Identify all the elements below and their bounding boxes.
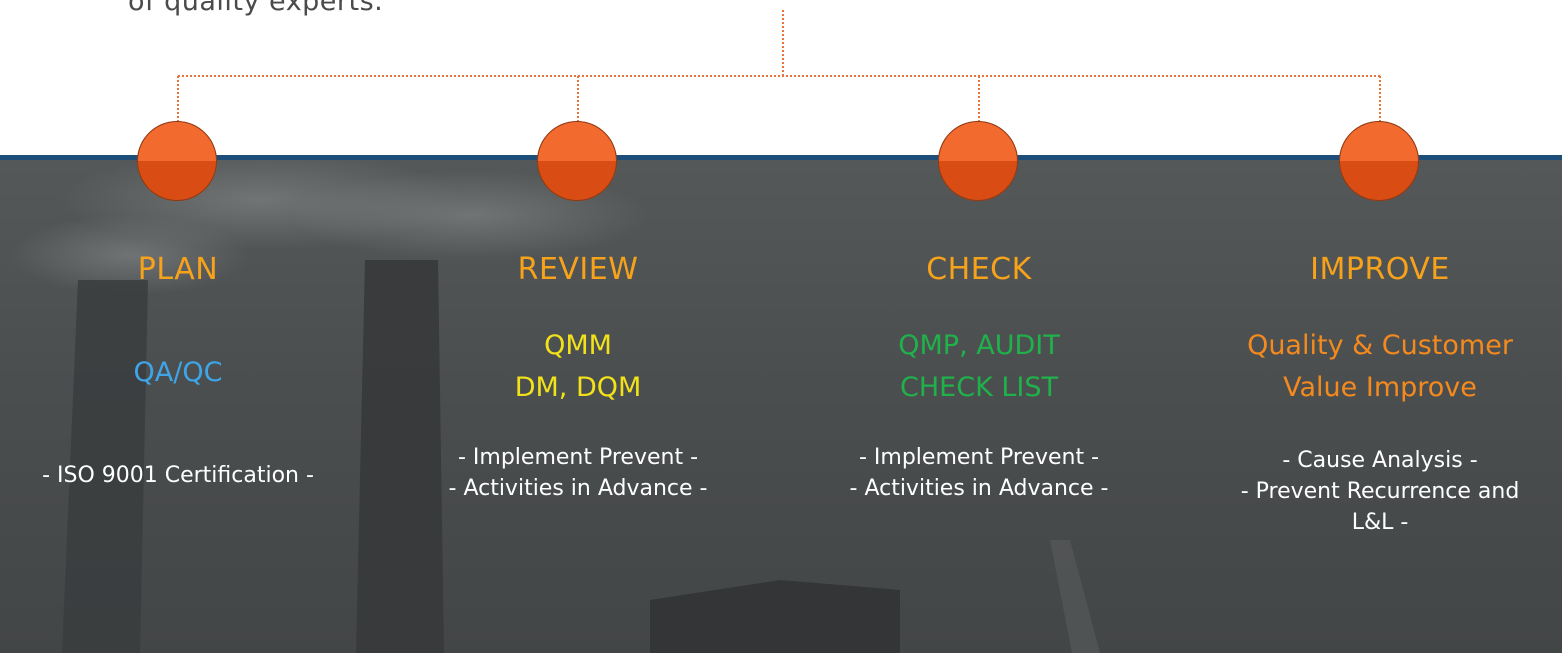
check-description-line-2: - Activities in Advance -	[849, 476, 1109, 501]
intro-text: of quality experts.	[128, 0, 384, 17]
improve-title: IMPROVE	[1310, 252, 1450, 287]
improve-description-line-2: - Prevent Recurrence and	[1240, 479, 1520, 504]
check-node-circle	[938, 121, 1018, 201]
plan-title: PLAN	[137, 252, 219, 287]
improve-description-line-1: - Cause Analysis -	[1282, 448, 1478, 473]
improve-description-line-3: L&L -	[1351, 510, 1409, 535]
plan-subtitle: QA/QC	[133, 357, 223, 388]
improve-subtitle-line-2: Value Improve	[1283, 372, 1477, 403]
blue-divider	[0, 155, 1562, 160]
improve-subtitle-line-1: Quality & Customer	[1247, 330, 1513, 361]
check-description-line-1: - Implement Prevent -	[858, 445, 1100, 470]
check-subtitle-line-2: CHECK LIST	[900, 372, 1058, 403]
review-description-line-2: - Activities in Advance -	[448, 476, 708, 501]
review-subtitle-line-1: QMM	[544, 330, 612, 361]
check-title: CHECK	[926, 252, 1032, 287]
review-subtitle-line-2: DM, DQM	[514, 372, 642, 403]
connector-lines	[177, 10, 1381, 122]
review-description-line-1: - Implement Prevent -	[457, 445, 699, 470]
check-subtitle-line-1: QMP, AUDIT	[898, 330, 1060, 361]
industrial-background	[0, 160, 1562, 653]
improve-node-circle	[1339, 121, 1419, 201]
review-node-circle	[537, 121, 617, 201]
review-title: REVIEW	[517, 252, 639, 287]
plan-node-circle	[137, 121, 217, 201]
plan-description: - ISO 9001 Certification -	[42, 463, 314, 488]
top-section: of quality experts.	[0, 0, 1562, 157]
